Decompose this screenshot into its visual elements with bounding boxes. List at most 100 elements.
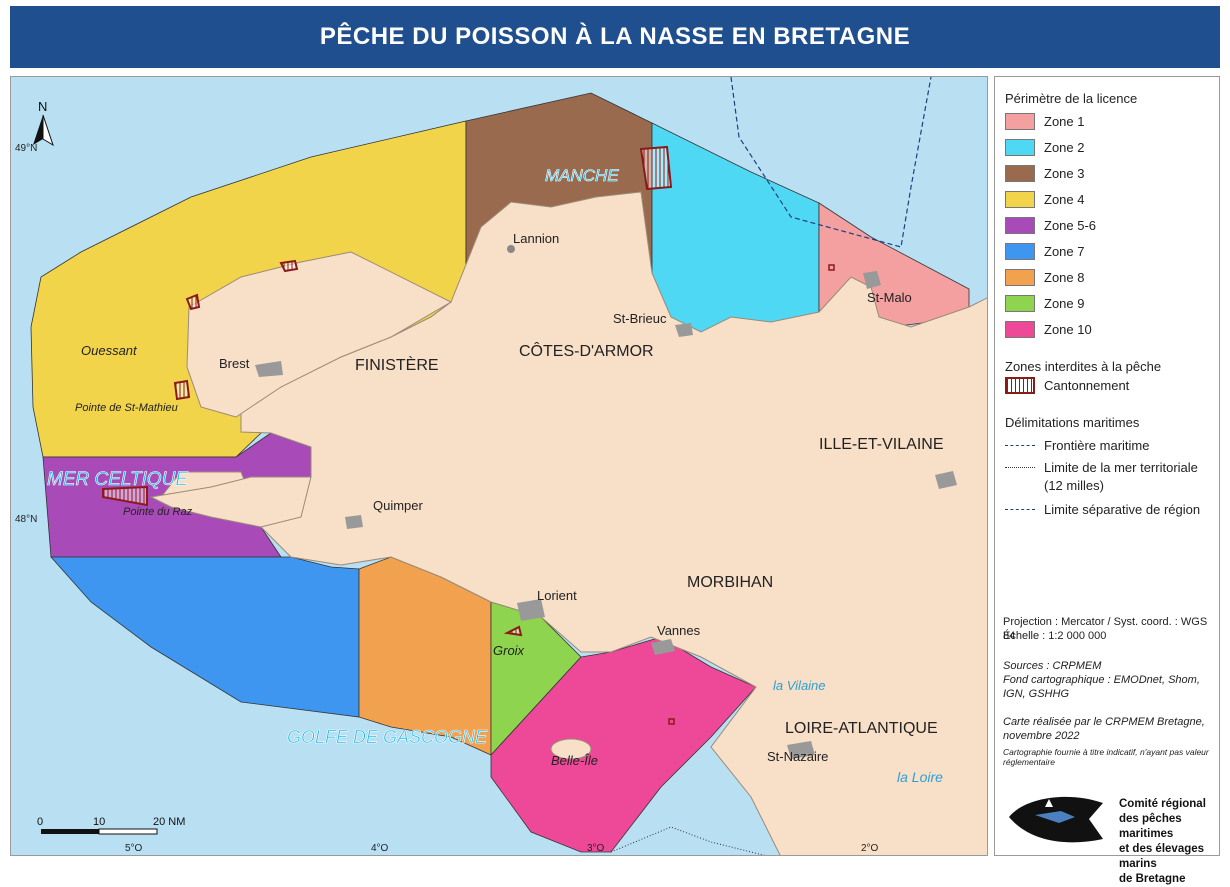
sources-text: Sources : CRPMEM bbox=[1003, 660, 1102, 672]
city-st-nazaire: St-Nazaire bbox=[767, 749, 828, 764]
dept-ille-vilaine: ILLE-ET-VILAINE bbox=[819, 436, 944, 453]
label-groix: Groix bbox=[493, 643, 525, 658]
legend-territorial-limit: Limite de la mer territoriale bbox=[1005, 457, 1198, 477]
legend-panel: Périmètre de la licence Zone 1 Zone 2 Zone… bbox=[994, 76, 1220, 885]
legend-cantonnement: Cantonnement bbox=[1005, 375, 1129, 395]
urban-vannes bbox=[651, 639, 675, 655]
maritime-border-swatch bbox=[1005, 444, 1035, 446]
city-marker-lannion bbox=[507, 245, 515, 253]
map-title: PÊCHE DU POISSON À LA NASSE EN BRETAGNE bbox=[10, 6, 1220, 68]
dept-loire-atlantique: LOIRE-ATLANTIQUE bbox=[785, 720, 938, 737]
lon-label-4: 4°O bbox=[371, 843, 389, 854]
city-lorient: Lorient bbox=[537, 588, 577, 603]
legend-zone-item: Zone 9 bbox=[1005, 293, 1084, 313]
zone-label: Zone 4 bbox=[1044, 191, 1085, 207]
projection-text: Projection : Mercator / Syst. coord. : W… bbox=[1003, 616, 1208, 642]
zone-label: Zone 7 bbox=[1044, 243, 1085, 259]
dept-finistere: FINISTÈRE bbox=[355, 355, 439, 374]
crpmem-logo bbox=[1009, 796, 1103, 843]
region-limit-swatch bbox=[1005, 508, 1035, 510]
territorial-limit-label: Limite de la mer territoriale bbox=[1044, 459, 1198, 475]
land-cap-sizun bbox=[149, 476, 312, 528]
organization-name: Comité régional des pêches maritimes et … bbox=[1119, 797, 1219, 887]
legend-zone-item: Zone 3 bbox=[1005, 163, 1084, 183]
urban-st-nazaire bbox=[787, 741, 815, 759]
urban-st-malo bbox=[863, 271, 881, 289]
cantonnement-label: Cantonnement bbox=[1044, 377, 1130, 393]
legend-zone-item: Zone 5-6 bbox=[1005, 215, 1096, 235]
north-label: N bbox=[38, 99, 47, 114]
zone-swatch bbox=[1005, 164, 1035, 182]
cantonnement-zone10 bbox=[668, 718, 675, 725]
city-st-malo: St-Malo bbox=[867, 290, 912, 305]
cantonnement-leon bbox=[185, 293, 201, 311]
river-vilaine: la Vilaine bbox=[773, 678, 826, 693]
city-lannion: Lannion bbox=[513, 231, 559, 246]
region-limit-label: Limite séparative de région bbox=[1044, 501, 1201, 517]
scale-tick-0: 0 bbox=[37, 816, 43, 828]
cantonnement-manche bbox=[639, 145, 673, 191]
map-canvas: N 49°N 48°N 5°O 4°O 3°O 2°O FINISTÈRE CÔ… bbox=[11, 77, 987, 855]
sea-manche: MANCHE bbox=[545, 166, 619, 185]
land-belle-ile bbox=[550, 738, 592, 760]
dept-morbihan: MORBIHAN bbox=[687, 574, 773, 591]
zone-label: Zone 9 bbox=[1044, 295, 1085, 311]
legend-zone-item: Zone 7 bbox=[1005, 241, 1084, 261]
north-arrow bbox=[33, 114, 54, 147]
lat-label-49: 49°N bbox=[15, 143, 37, 154]
label-ouessant: Ouessant bbox=[81, 343, 138, 358]
zone-label: Zone 10 bbox=[1044, 321, 1092, 337]
legend-maritime-title: Délimitations maritimes bbox=[1005, 415, 1140, 430]
cantonnement-st-mathieu bbox=[173, 379, 191, 401]
urban-brest bbox=[255, 361, 283, 377]
legend-zone-item: Zone 1 bbox=[1005, 111, 1084, 131]
lon-label-5: 5°O bbox=[125, 843, 143, 854]
urban-st-brieuc bbox=[675, 323, 693, 337]
zone-swatch bbox=[1005, 138, 1035, 156]
territorial-limit-line bbox=[610, 826, 766, 855]
legend-maritime-border: Frontière maritime bbox=[1005, 435, 1149, 455]
urban-lorient bbox=[517, 599, 545, 621]
legend-zone-item: Zone 10 bbox=[1005, 319, 1092, 339]
dept-cotes-armor: CÔTES-D'ARMOR bbox=[519, 341, 654, 360]
zone-swatch bbox=[1005, 112, 1035, 130]
legend-territorial-limit-2: (12 milles) bbox=[1044, 475, 1104, 495]
cantonnement-zone1 bbox=[828, 264, 835, 271]
legend-zone-item: Zone 8 bbox=[1005, 267, 1084, 287]
city-brest: Brest bbox=[219, 356, 250, 371]
cantonnement-nord bbox=[279, 259, 299, 273]
maritime-border-label: Frontière maritime bbox=[1044, 437, 1150, 453]
city-quimper: Quimper bbox=[373, 498, 424, 513]
scale-tick-10: 10 bbox=[93, 816, 105, 828]
zone-label: Zone 5-6 bbox=[1044, 217, 1097, 233]
zone-swatch bbox=[1005, 268, 1035, 286]
urban-quimper bbox=[345, 515, 363, 529]
maritime-border-line bbox=[730, 77, 932, 248]
zone-swatch bbox=[1005, 320, 1035, 338]
territorial-limit-swatch bbox=[1005, 466, 1035, 468]
territorial-limit-sub: (12 milles) bbox=[1044, 477, 1104, 493]
scale-bar bbox=[41, 828, 158, 835]
legend-zone-item: Zone 4 bbox=[1005, 189, 1084, 209]
cantonnement-groix bbox=[503, 625, 523, 637]
zone-swatch bbox=[1005, 190, 1035, 208]
made-by-text: Carte réalisée par le CRPMEM Bretagne, n… bbox=[1003, 716, 1205, 742]
cantonnement-swatch bbox=[1005, 376, 1035, 394]
zone-label: Zone 2 bbox=[1044, 139, 1085, 155]
sea-mer-celtique: MER CELTIQUE bbox=[47, 469, 188, 490]
sea-golfe-gascogne: GOLFE DE GASCOGNE bbox=[287, 727, 488, 747]
disclaimer-text: Cartographie fournie à titre indicatif, … bbox=[1003, 747, 1209, 767]
org-line-4: de Bretagne bbox=[1119, 873, 1186, 885]
map-panel[interactable]: N 49°N 48°N 5°O 4°O 3°O 2°O FINISTÈRE CÔ… bbox=[10, 76, 988, 856]
legend-forbidden-title: Zones interdites à la pêche bbox=[1005, 359, 1162, 374]
label-st-mathieu: Pointe de St-Mathieu bbox=[75, 402, 178, 414]
zone-label: Zone 3 bbox=[1044, 165, 1085, 181]
cantonnement-raz bbox=[102, 485, 148, 507]
legend-perimeter-title: Périmètre de la licence bbox=[1005, 91, 1138, 106]
urban-rennes bbox=[935, 471, 957, 489]
zone-label: Zone 8 bbox=[1044, 269, 1085, 285]
land-leon bbox=[186, 251, 453, 418]
river-loire: la Loire bbox=[897, 769, 943, 785]
zone-swatch bbox=[1005, 294, 1035, 312]
zone-swatch bbox=[1005, 242, 1035, 260]
